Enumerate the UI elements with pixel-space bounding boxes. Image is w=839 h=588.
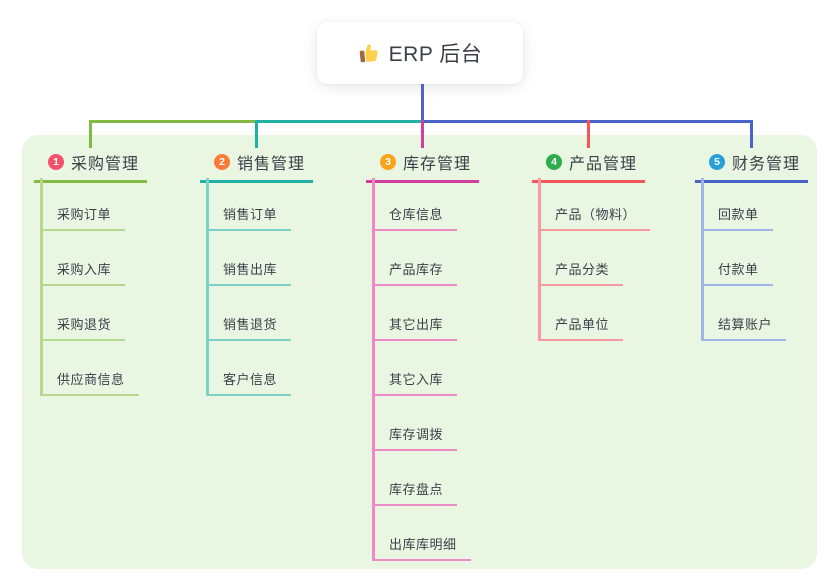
child-node-label: 客户信息 — [223, 372, 278, 387]
child-node-label: 产品库存 — [389, 262, 444, 277]
branch-node-2[interactable]: 2 销售管理 — [200, 150, 313, 183]
child-node[interactable]: 产品单位 — [538, 314, 624, 341]
child-node-label: 其它入库 — [389, 372, 444, 387]
connector-branch-drop — [421, 120, 424, 148]
child-node[interactable]: 采购订单 — [40, 204, 126, 231]
child-node[interactable]: 出库库明细 — [372, 534, 471, 561]
child-node-label: 销售订单 — [223, 207, 278, 222]
connector-child-rail — [40, 178, 43, 396]
branch-node-label: 采购管理 — [71, 156, 140, 173]
child-node-label: 库存盘点 — [389, 482, 444, 497]
branch-node-5[interactable]: 5 财务管理 — [695, 150, 808, 183]
child-node[interactable]: 仓库信息 — [372, 204, 458, 231]
child-node-label: 结算账户 — [718, 317, 773, 332]
child-node-label: 采购入库 — [57, 262, 112, 277]
branch-number-badge: 5 — [709, 154, 725, 170]
child-node-label: 采购退货 — [57, 317, 112, 332]
connector-child-rail — [372, 178, 375, 561]
child-node[interactable]: 产品分类 — [538, 259, 624, 286]
mindmap-panel — [22, 135, 817, 569]
branch-number-badge: 3 — [380, 154, 396, 170]
child-node[interactable]: 供应商信息 — [40, 369, 139, 396]
branch-node-label: 财务管理 — [732, 156, 801, 173]
child-node-label: 销售退货 — [223, 317, 278, 332]
child-node-label: 付款单 — [718, 262, 759, 277]
child-node[interactable]: 采购入库 — [40, 259, 126, 286]
connector-branch-drop — [89, 120, 92, 148]
child-node[interactable]: 库存调拨 — [372, 424, 458, 451]
branch-node-label: 库存管理 — [403, 156, 472, 173]
child-node[interactable]: 产品（物料） — [538, 204, 651, 231]
child-node-label: 其它出库 — [389, 317, 444, 332]
child-node-label: 回款单 — [718, 207, 759, 222]
root-node-label: ERP 后台 — [388, 43, 483, 66]
connector-child-rail — [538, 178, 541, 341]
child-node[interactable]: 销售订单 — [206, 204, 292, 231]
child-node-label: 供应商信息 — [57, 372, 125, 387]
branch-node-label: 销售管理 — [237, 156, 306, 173]
root-node[interactable]: ERP 后台 — [317, 22, 523, 84]
child-node-label: 产品单位 — [555, 317, 610, 332]
branch-number-badge: 2 — [214, 154, 230, 170]
child-node[interactable]: 其它入库 — [372, 369, 458, 396]
child-node[interactable]: 结算账户 — [701, 314, 787, 341]
connector-bus-segment — [90, 120, 257, 123]
child-node[interactable]: 采购退货 — [40, 314, 126, 341]
branch-node-label: 产品管理 — [569, 156, 638, 173]
child-node-label: 产品（物料） — [555, 207, 637, 222]
child-node[interactable]: 付款单 — [701, 259, 773, 286]
child-node[interactable]: 产品库存 — [372, 259, 458, 286]
child-node-label: 库存调拨 — [389, 427, 444, 442]
child-node[interactable]: 客户信息 — [206, 369, 292, 396]
branch-number-badge: 4 — [546, 154, 562, 170]
branch-node-1[interactable]: 1 采购管理 — [34, 150, 147, 183]
connector-child-rail — [206, 178, 209, 396]
child-node[interactable]: 回款单 — [701, 204, 773, 231]
child-node-label: 销售出库 — [223, 262, 278, 277]
connector-branch-drop — [587, 120, 590, 148]
connector-branch-drop — [750, 120, 753, 148]
connector-root-vertical — [421, 84, 424, 123]
child-node[interactable]: 销售退货 — [206, 314, 292, 341]
child-node-label: 出库库明细 — [389, 537, 457, 552]
child-node-label: 产品分类 — [555, 262, 610, 277]
connector-bus-segment — [256, 120, 423, 123]
branch-node-3[interactable]: 3 库存管理 — [366, 150, 479, 183]
connector-child-rail — [701, 178, 704, 341]
child-node-label: 仓库信息 — [389, 207, 444, 222]
connector-branch-drop — [255, 120, 258, 148]
child-node-label: 采购订单 — [57, 207, 112, 222]
branch-node-4[interactable]: 4 产品管理 — [532, 150, 645, 183]
child-node[interactable]: 库存盘点 — [372, 479, 458, 506]
branch-number-badge: 1 — [48, 154, 64, 170]
child-node[interactable]: 销售出库 — [206, 259, 292, 286]
child-node[interactable]: 其它出库 — [372, 314, 458, 341]
thumbs-up-icon — [357, 41, 381, 65]
